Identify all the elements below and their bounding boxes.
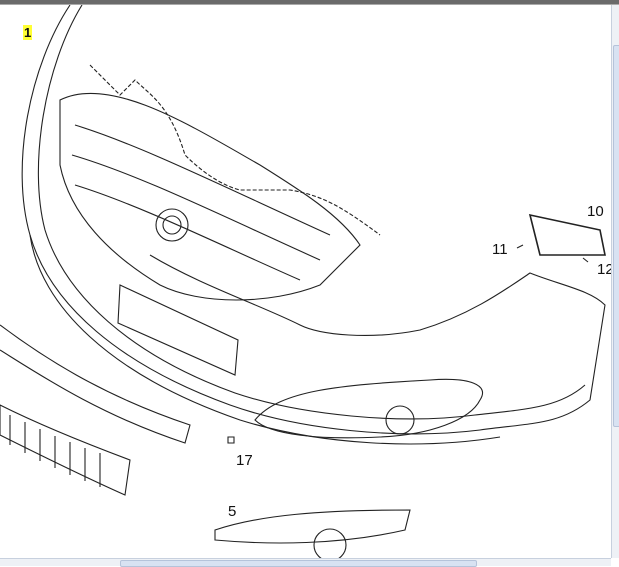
callout-5[interactable]: 5 bbox=[228, 503, 237, 520]
window-top-border bbox=[0, 0, 619, 5]
license-plate-area bbox=[117, 284, 239, 376]
callout-10[interactable]: 10 bbox=[587, 203, 604, 220]
lower-grille-insert bbox=[0, 404, 131, 496]
bumper-drawing bbox=[0, 5, 606, 558]
callout-1[interactable]: 1 bbox=[23, 25, 33, 40]
grille-outline bbox=[59, 92, 361, 301]
emblem bbox=[155, 208, 189, 242]
callout-12[interactable]: 12 bbox=[597, 261, 614, 278]
screw-11 bbox=[516, 244, 524, 249]
fog-light-surround bbox=[254, 378, 483, 439]
fog-surround-part-5 bbox=[214, 509, 411, 544]
horizontal-scroll-thumb[interactable] bbox=[120, 560, 477, 567]
bumper-inner-line bbox=[37, 5, 586, 420]
vertical-scroll-thumb[interactable] bbox=[613, 45, 619, 427]
callout-17[interactable]: 17 bbox=[236, 452, 253, 469]
bumper-outline bbox=[21, 5, 606, 435]
bracket-part-10 bbox=[528, 213, 606, 256]
clip-17 bbox=[227, 436, 235, 444]
parts-diagram[interactable]: 1 10 11 12 17 5 bbox=[0, 5, 614, 558]
callout-11[interactable]: 11 bbox=[492, 241, 508, 258]
bumper-lower-edge bbox=[29, 234, 501, 445]
grille-frame bbox=[89, 64, 381, 236]
screw-12 bbox=[582, 257, 589, 263]
grille-slats bbox=[71, 124, 331, 281]
lower-trim-strip bbox=[0, 324, 191, 444]
vertical-scrollbar[interactable] bbox=[611, 5, 619, 558]
